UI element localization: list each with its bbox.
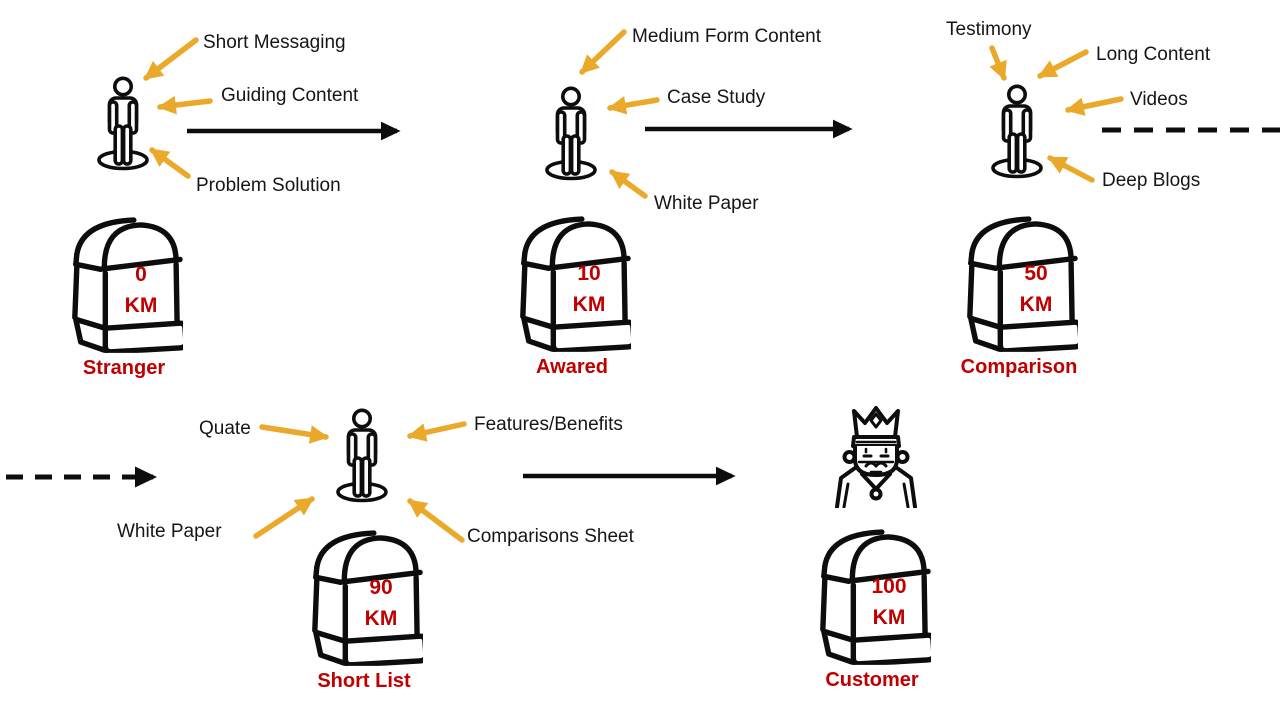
callout-arrow-videos [1065, 96, 1124, 116]
callout-arrow-testimony [989, 45, 1007, 81]
tag-white-paper-bottom: White Paper [117, 521, 222, 542]
km-unit: KM [572, 293, 606, 316]
km-unit: KM [364, 607, 398, 630]
person-icon-comparison [991, 84, 1043, 179]
tag-long-content: Long Content [1096, 44, 1211, 65]
tag-case-study: Case Study [667, 87, 766, 108]
milestone-km: 0 KM [101, 259, 181, 321]
stage-label-short-list: Short List [317, 670, 411, 692]
tag-problem-solution: Problem Solution [196, 175, 341, 196]
milestone-stranger: 0 KM Stranger [65, 213, 183, 379]
tag-videos: Videos [1130, 89, 1188, 110]
tag-testimony: Testimony [946, 19, 1032, 40]
km-unit: KM [124, 294, 158, 317]
milestone-km: 50 KM [996, 258, 1076, 320]
tag-features-benefits: Features/Benefits [474, 414, 623, 435]
km-value: 10 [577, 262, 601, 285]
milestone-short-list: 90 KM Short List [305, 526, 423, 692]
km-unit: KM [1019, 293, 1053, 316]
km-unit: KM [872, 606, 906, 629]
tag-guiding-content: Guiding Content [221, 85, 359, 106]
callout-arrow-guiding-content [157, 95, 213, 115]
callout-arrow-case-study [607, 96, 660, 115]
person-icon-stranger [97, 76, 149, 171]
tag-comparisons-sheet: Comparisons Sheet [467, 526, 634, 547]
person-icon-short-list [336, 408, 388, 503]
stage-label-stranger: Stranger [82, 357, 166, 379]
tag-quate: Quate [199, 418, 251, 439]
tag-deep-blogs: Deep Blogs [1102, 170, 1201, 191]
callout-arrow-deep-blogs [1047, 155, 1095, 183]
callout-arrow-quate [259, 424, 329, 444]
milestone-customer: 100 KM Customer [813, 525, 931, 691]
stage-label-awared: Awared [536, 356, 608, 378]
stage-label-customer: Customer [825, 669, 919, 691]
king-icon-customer [835, 406, 917, 508]
milestone-awared: 10 KM Awared [513, 212, 631, 378]
callout-arrow-long-content [1037, 49, 1089, 79]
callout-arrow-comparisons-sheet [407, 498, 465, 543]
km-value: 100 [871, 575, 907, 598]
callout-arrow-short-messaging [143, 37, 199, 81]
callout-arrow-medium-form-content [579, 29, 627, 75]
person-icon-awared [545, 86, 597, 181]
tag-short-messaging: Short Messaging [203, 32, 346, 53]
tag-medium-form-content: Medium Form Content [632, 26, 822, 47]
milestone-km: 100 KM [849, 571, 929, 633]
km-value: 50 [1024, 262, 1048, 285]
milestone-comparison: 50 KM Comparison [960, 212, 1078, 378]
callout-arrow-white-paper-top [609, 169, 648, 199]
callout-arrow-features-benefits [407, 421, 467, 442]
km-value: 0 [135, 263, 147, 286]
stage-label-comparison: Comparison [960, 356, 1078, 378]
km-value: 90 [369, 576, 393, 599]
callout-arrow-problem-solution [149, 147, 191, 179]
milestone-km: 90 KM [341, 572, 421, 634]
milestone-km: 10 KM [549, 258, 629, 320]
tag-white-paper-top: White Paper [654, 193, 759, 214]
callout-arrow-white-paper-bottom [253, 496, 315, 539]
